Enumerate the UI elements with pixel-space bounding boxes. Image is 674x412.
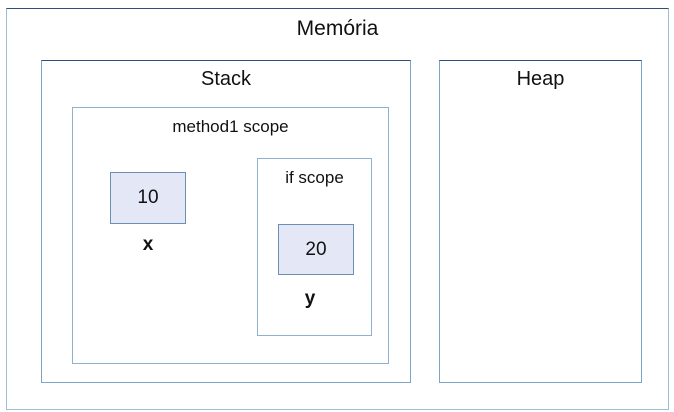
if-scope-title: if scope: [285, 168, 344, 187]
stack-title: Stack: [200, 68, 252, 90]
memory-title: Memória: [296, 17, 379, 40]
heap-title: Heap: [516, 68, 565, 90]
heap-container: [439, 60, 642, 383]
variable-x-value-box: 10: [110, 172, 186, 224]
variable-y-name: y: [304, 288, 316, 309]
variable-x-name: x: [142, 234, 154, 255]
method1-scope-title: method1 scope: [172, 117, 289, 136]
variable-y-value-box: 20: [278, 224, 354, 275]
